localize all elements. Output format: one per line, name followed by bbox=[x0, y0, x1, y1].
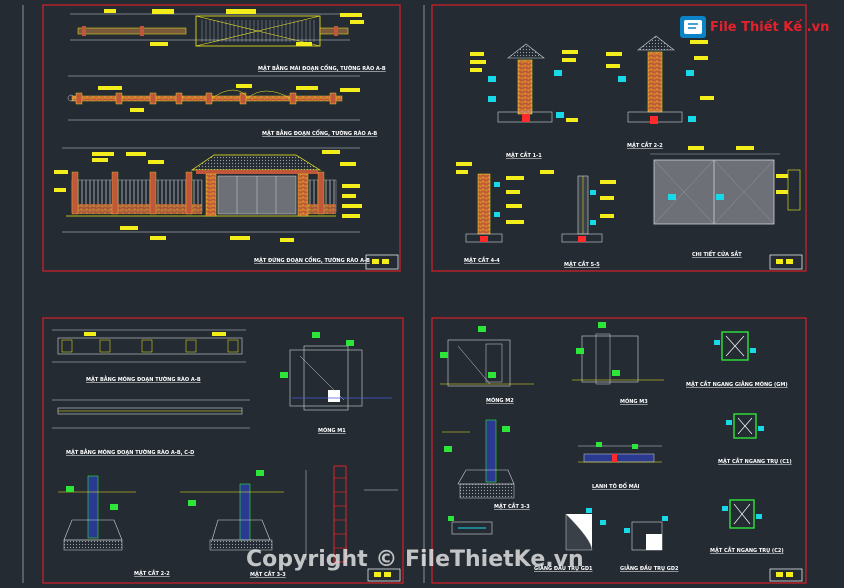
title-gate-floor-plan: MẶT BẰNG ĐOẠN CỔNG, TƯỜNG RÀO A-B bbox=[262, 129, 377, 137]
section-1-1-labels bbox=[470, 50, 578, 122]
title-lintel-roof: LANH TÔ ĐỔ MÁI bbox=[592, 482, 640, 490]
title-block-bottom-right bbox=[769, 568, 803, 582]
column-cap-gd1-drawing bbox=[565, 508, 606, 551]
section-5-5-drawing bbox=[561, 175, 603, 243]
sheet-frame-bottom-left bbox=[42, 317, 404, 584]
footing-m3-drawing bbox=[572, 322, 664, 385]
section-2-2-labels bbox=[606, 40, 714, 100]
anchor-detail-drawing bbox=[448, 516, 493, 535]
logo-mark-icon bbox=[680, 16, 706, 38]
gate-floor-plan-drawing bbox=[67, 75, 360, 121]
section-4-4-labels bbox=[456, 162, 524, 224]
column-rebar-detail-drawing bbox=[305, 465, 398, 563]
section-2-2-drawing bbox=[618, 35, 696, 124]
logo-text: File Thiết Kế .vn bbox=[710, 20, 829, 35]
title-section-4-4: MẶT CẮT 4-4 bbox=[464, 256, 500, 264]
section-4-4-drawing bbox=[465, 173, 503, 243]
roof-plan-labels bbox=[104, 9, 364, 46]
sheet-frame-top-right bbox=[431, 4, 807, 272]
footing-m2-drawing bbox=[440, 326, 534, 387]
title-block-top-left bbox=[365, 254, 399, 270]
title-section-2-2: MẶT CẮT 2-2 bbox=[627, 141, 663, 149]
title-foundation-plan-a-b: MẶT BẰNG MÓNG ĐOẠN TƯỜNG RÀO A-B bbox=[86, 375, 201, 383]
gate-elevation-drawing bbox=[62, 147, 360, 233]
title-gate-elevation: MẶT ĐỨNG ĐOẠN CỔNG, TƯỜNG RÀO A-B bbox=[254, 256, 370, 264]
foundation-plan-a-b-c-d-drawing bbox=[52, 399, 250, 429]
title-column-cap-gd2: GIẰNG ĐẦU TRỤ GD2 bbox=[620, 563, 679, 572]
column-cap-gd2-drawing bbox=[624, 516, 668, 551]
filethietke-logo: File Thiết Kế .vn bbox=[680, 16, 829, 38]
title-block-bottom-left bbox=[367, 568, 401, 582]
title-iron-gate-detail: CHI TIẾT CỬA SẮT bbox=[692, 250, 742, 258]
foundation-plan-a-b-drawing bbox=[52, 329, 246, 363]
section-5-5-labels bbox=[540, 170, 616, 218]
title-roof-plan: MẶT BẰNG MÁI ĐOẠN CỔNG, TƯỜNG RÀO A-B bbox=[258, 64, 386, 72]
gate-elevation-labels bbox=[54, 150, 362, 242]
title-column-cap-gd1: GIẰNG ĐẦU TRỤ GD1 bbox=[534, 563, 593, 572]
section-1-1-drawing bbox=[488, 43, 564, 123]
sheet-frame-top-left bbox=[42, 4, 401, 272]
iron-gate-detail-drawing bbox=[650, 153, 801, 225]
tie-beam-section-drawing bbox=[714, 331, 756, 361]
title-column-c2-section: MẶT CẮT NGANG TRỤ (C2) bbox=[710, 546, 784, 554]
foundation-plan-a-b-labels bbox=[84, 332, 226, 336]
title-section-2-2-foundation: MẶT CẮT 2-2 bbox=[134, 569, 170, 577]
title-footing-m1: MÓNG M1 bbox=[318, 427, 346, 434]
title-column-c1-section: MẶT CẮT NGANG TRỤ (C1) bbox=[718, 457, 792, 465]
title-foundation-plan-a-b-c-d: MẶT BẰNG MÓNG ĐOẠN TƯỜNG RÀO A-B, C-D bbox=[66, 448, 194, 456]
title-section-3-3-foundation: MẶT CẮT 3-3 bbox=[250, 570, 286, 578]
iron-gate-detail-labels bbox=[688, 146, 788, 194]
footing-m1-drawing bbox=[280, 332, 392, 411]
section-3-3-column-drawing bbox=[442, 419, 515, 499]
copyright-watermark: Copyright © FileThietKe.vn bbox=[246, 547, 584, 572]
title-section-3-3-column: MẶT CẮT 3-3 bbox=[494, 502, 530, 510]
sheet-frame-bottom-right bbox=[431, 317, 807, 584]
title-tie-beam-section: MẶT CẮT NGANG GIẰNG MÓNG (GM) bbox=[686, 380, 788, 388]
lintel-roof-drawing bbox=[578, 442, 662, 463]
title-footing-m3: MÓNG M3 bbox=[620, 398, 648, 405]
title-footing-m2: MÓNG M2 bbox=[486, 397, 514, 404]
title-section-5-5: MẶT CẮT 5-5 bbox=[564, 260, 600, 268]
title-block-top-right bbox=[769, 254, 803, 270]
roof-plan-drawing bbox=[70, 13, 350, 47]
column-c2-section-drawing bbox=[722, 499, 762, 529]
section-3-3-foundation-drawing bbox=[180, 470, 284, 551]
gate-floor-plan-labels bbox=[98, 84, 360, 112]
section-2-2-foundation-drawing bbox=[58, 475, 136, 551]
title-section-1-1: MẶT CẮT 1-1 bbox=[506, 151, 542, 159]
column-c1-section-drawing bbox=[726, 413, 764, 439]
